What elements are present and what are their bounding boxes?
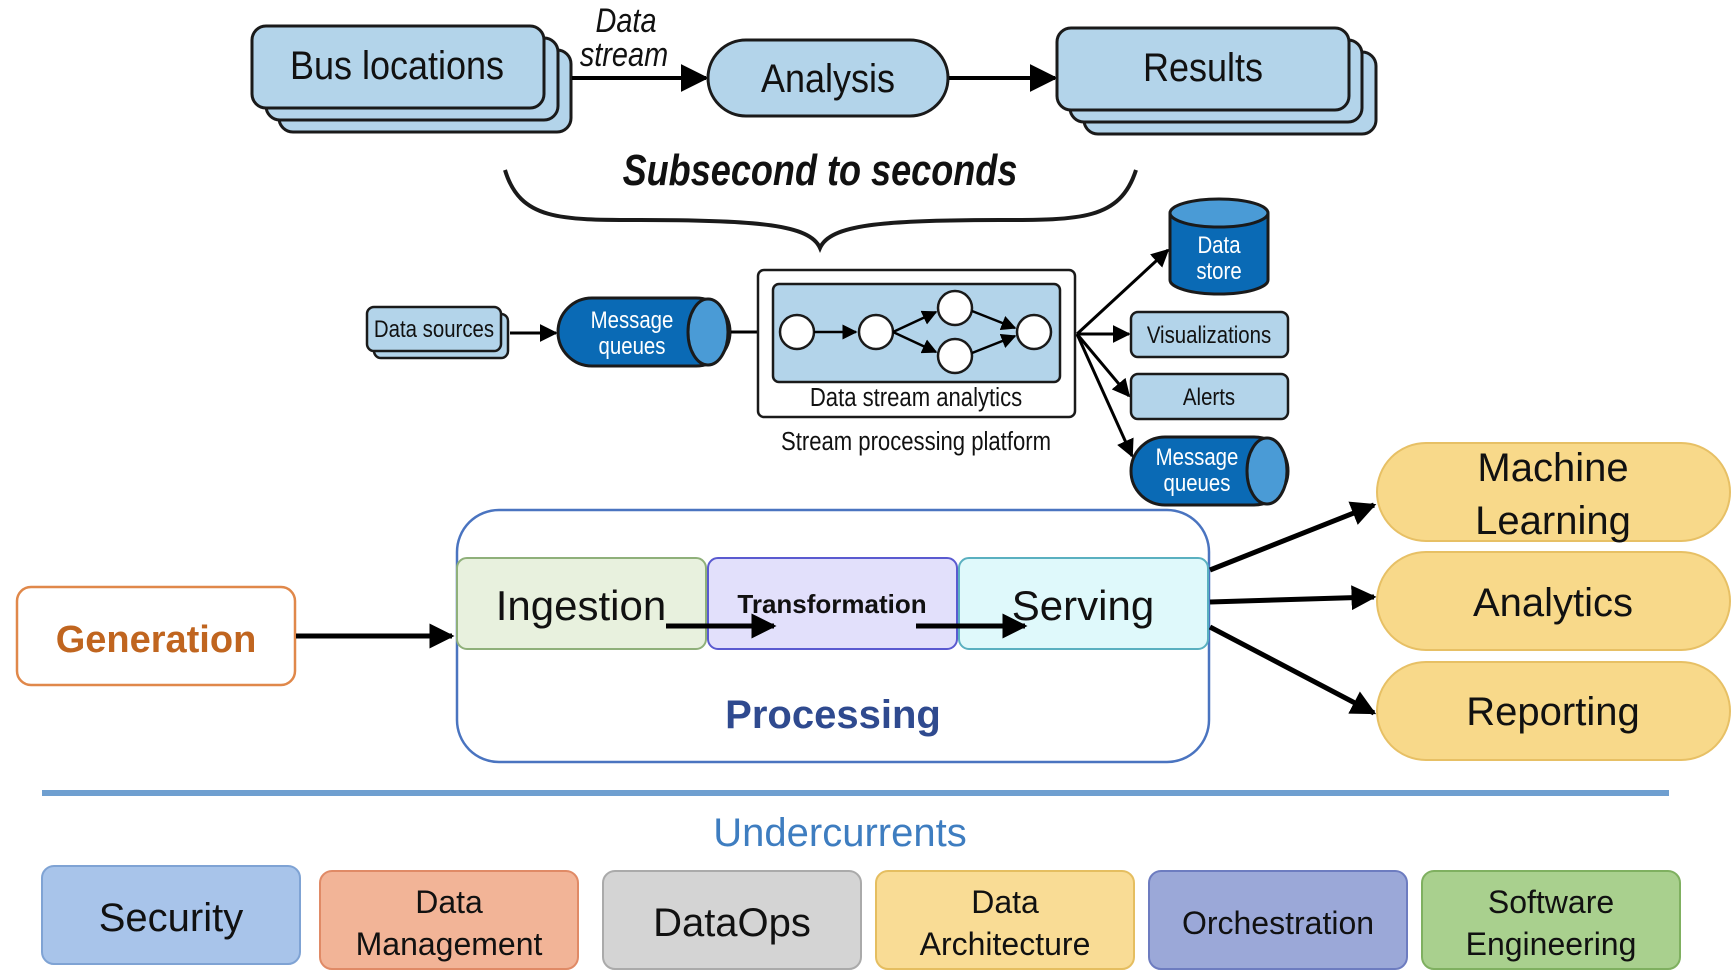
analytics-label: Analytics [1473, 581, 1633, 625]
data-management-line2: Management [356, 926, 543, 962]
data-stream-label-line2: stream [580, 35, 668, 74]
visualizations-label: Visualizations [1147, 321, 1271, 348]
bus-locations-box: Bus locations [250, 24, 573, 134]
message-queues-in: Message queues [556, 296, 732, 368]
undercurrents: Undercurrents Security Data Management D… [41, 790, 1681, 970]
software-engineering-line1: Software [1488, 884, 1614, 920]
transformation-label: Transformation [737, 589, 926, 619]
transformation-box: Transformation [707, 557, 958, 650]
undercurrents-title: Undercurrents [713, 811, 966, 855]
top-flow: Bus locations Data stream Analysis Resul… [250, 1, 1378, 253]
stream-node-2 [857, 313, 895, 351]
data-sources-box: Data sources [365, 305, 510, 360]
data-stream-analytics-box [771, 282, 1062, 384]
machine-learning-line1: Machine [1477, 446, 1628, 490]
node-arrow-5 [971, 333, 1017, 355]
stream-node-3 [936, 289, 974, 327]
results-label: Results [1143, 46, 1263, 90]
message-queues-in-line1: Message [591, 306, 674, 333]
visualizations-box: Visualizations [1129, 310, 1290, 359]
data-sources-label: Data sources [374, 315, 494, 342]
processing-label: Processing [725, 693, 941, 737]
latency-label: Subsecond to seconds [623, 146, 1018, 195]
alerts-label: Alerts [1183, 383, 1235, 410]
data-stream-label-line1: Data [595, 1, 656, 40]
data-management-box: Data Management [319, 870, 579, 970]
message-queues-out: Message queues [1129, 435, 1290, 507]
analytics-pill: Analytics [1376, 551, 1731, 651]
message-queues-out-line2: queues [1164, 469, 1231, 496]
software-engineering-box: Software Engineering [1421, 870, 1681, 970]
data-management-line1: Data [415, 884, 483, 920]
dataops-box: DataOps [602, 870, 862, 970]
analysis-label: Analysis [761, 57, 895, 101]
bus-locations-label: Bus locations [290, 44, 504, 88]
node-arrow-2 [892, 310, 938, 334]
stream-node-1 [778, 313, 816, 351]
machine-learning-pill: Machine Learning [1376, 442, 1731, 543]
arrow-to-data-store [1075, 248, 1170, 336]
message-queues-out-line1: Message [1156, 443, 1239, 470]
generation-box: Generation [15, 585, 297, 687]
data-stream-analytics-label: Data stream analytics [810, 383, 1022, 412]
arrow-to-reporting [1208, 624, 1377, 716]
alerts-box: Alerts [1129, 372, 1290, 421]
serving-box: Serving [958, 557, 1209, 650]
security-box: Security [41, 865, 301, 965]
software-engineering-line2: Engineering [1466, 926, 1637, 962]
ingestion-box: Ingestion [456, 557, 707, 650]
results-box: Results [1055, 26, 1378, 136]
arrow-to-analytics [1209, 585, 1377, 611]
reporting-pill: Reporting [1376, 661, 1731, 761]
data-store: Data store [1168, 197, 1270, 296]
orchestration-label: Orchestration [1182, 905, 1374, 941]
stream-node-5 [1015, 313, 1053, 351]
arrow-to-alerts [1075, 333, 1131, 398]
message-queues-in-line2: queues [599, 332, 666, 359]
data-architecture-box: Data Architecture [875, 870, 1135, 970]
serving-label: Serving [1012, 582, 1154, 629]
node-arrow-3 [892, 330, 938, 354]
node-arrow-4 [971, 309, 1017, 331]
data-architecture-line1: Data [971, 884, 1039, 920]
orchestration-box: Orchestration [1148, 870, 1408, 970]
data-store-line1: Data [1197, 231, 1241, 258]
generation-label: Generation [56, 619, 257, 661]
machine-learning-line2: Learning [1475, 499, 1631, 543]
dataops-label: DataOps [653, 901, 811, 945]
stream-platform: Data sources Message queues Data [365, 197, 1290, 507]
security-label: Security [99, 896, 244, 940]
data-architecture-line2: Architecture [920, 926, 1091, 962]
arrow-to-message-queues-out [1075, 333, 1134, 458]
lifecycle: Generation Processing Ingestion Transfor… [15, 442, 1731, 764]
ingestion-label: Ingestion [496, 582, 666, 629]
stream-platform-label: Stream processing platform [781, 427, 1051, 456]
data-store-line2: store [1196, 257, 1241, 284]
reporting-label: Reporting [1466, 690, 1639, 734]
latency-brace [503, 169, 1138, 253]
analysis-box: Analysis [706, 38, 950, 118]
stream-node-4 [936, 337, 974, 375]
arrow-to-machine-learning [1209, 501, 1377, 573]
